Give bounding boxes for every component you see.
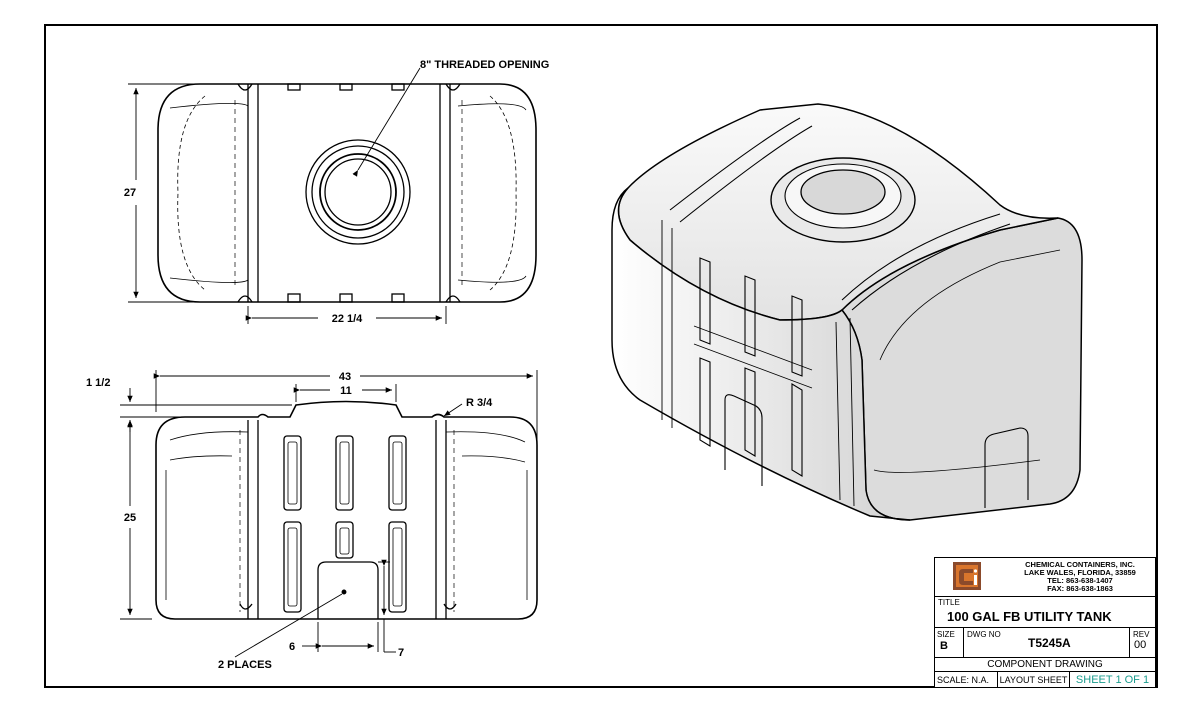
front-view: [155, 400, 538, 620]
isometric-details: [661, 117, 1061, 508]
drawing-frame: [44, 24, 1158, 688]
front-length-dim: 43: [339, 371, 351, 383]
layout-cell: LAYOUT SHEET: [997, 672, 1069, 688]
rev-label: REV: [1133, 630, 1150, 639]
top-view-dimensions: [128, 67, 447, 324]
pocket-height-dim: 7: [398, 647, 404, 659]
company-logo: [953, 562, 981, 590]
title-block: CHEMICAL CONTAINERS, INC. LAKE WALES, FL…: [934, 557, 1156, 688]
drawing-description: COMPONENT DRAWING: [987, 659, 1103, 670]
title-row: TITLE 100 GAL FB UTILITY TANK: [935, 596, 1155, 627]
company-fax: FAX: 863-638-1863: [1047, 584, 1113, 593]
sheet-cell: SHEET 1 OF 1: [1069, 672, 1155, 688]
scale-row: SCALE: N.A. LAYOUT SHEET SHEET 1 OF 1: [935, 671, 1155, 688]
dwg-cell: DWG NO T5245A: [963, 628, 1129, 657]
top-height-dim: 27: [124, 187, 136, 199]
front-boss-dim: 11: [340, 385, 352, 397]
front-view-dimensions: [120, 370, 538, 658]
dwg-number: T5245A: [1028, 636, 1071, 650]
size-label: SIZE: [937, 630, 955, 639]
rev-cell: REV 00: [1129, 628, 1155, 657]
opening-callout: 8" THREADED OPENING: [420, 59, 549, 71]
number-row: SIZE B DWG NO T5245A REV 00: [935, 627, 1155, 657]
drawing-title: 100 GAL FB UTILITY TANK: [947, 609, 1112, 624]
title-label: TITLE: [938, 598, 960, 607]
company-tel: TEL: 863-638-1407: [1047, 576, 1113, 585]
rev-value: 00: [1134, 639, 1147, 651]
sheet-number: SHEET 1 OF 1: [1075, 674, 1150, 686]
dwg-label: DWG NO: [967, 630, 1001, 639]
scale-value: SCALE: N.A.: [937, 675, 990, 685]
layout-sheet: LAYOUT SHEET: [999, 675, 1068, 685]
front-radius-dim: R 3/4: [466, 397, 493, 409]
top-width-dim: 22 1/4: [332, 313, 363, 325]
front-boss-height-dim: 1 1/2: [86, 377, 110, 389]
pocket-note: 2 PLACES: [218, 659, 272, 671]
front-height-dim: 25: [124, 512, 136, 524]
company-address: LAKE WALES, FLORIDA, 33859: [1024, 568, 1136, 577]
company-name: CHEMICAL CONTAINERS, INC.: [1025, 560, 1135, 569]
top-view: [157, 83, 537, 303]
description-row: COMPONENT DRAWING: [935, 657, 1155, 671]
company-info: CHEMICAL CONTAINERS, INC. LAKE WALES, FL…: [1005, 561, 1155, 593]
pocket-width-dim: 6: [289, 641, 295, 653]
size-value: B: [940, 640, 948, 652]
